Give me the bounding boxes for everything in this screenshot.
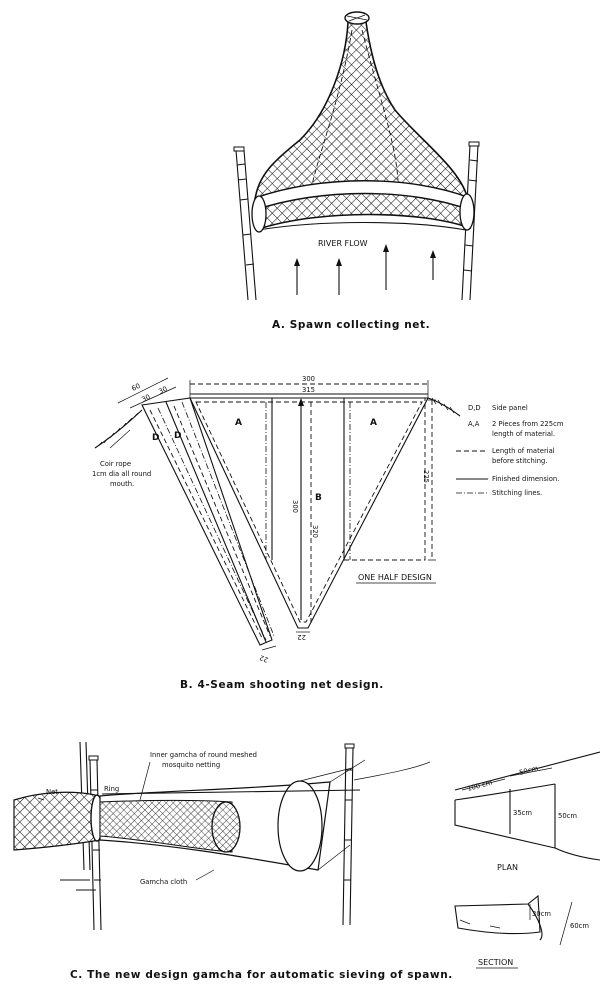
side-loop-left xyxy=(251,195,267,233)
dim-30-b: 30 xyxy=(157,385,168,396)
side-loop-right xyxy=(459,193,475,231)
net-body xyxy=(254,21,471,230)
plan-view: 100 cm 50cm 35cm 50cm PLAN xyxy=(454,751,600,872)
figure-b-4-seam-design: 300 315 D D 60 30 30 xyxy=(92,375,564,691)
net-label: Net xyxy=(46,788,58,796)
flow-arrows xyxy=(294,244,436,295)
panel-a-right: A xyxy=(370,418,377,428)
inner-gamcha xyxy=(99,800,233,853)
river-flow-label: RIVER FLOW xyxy=(318,239,368,248)
plan-dim-35: 35cm xyxy=(513,809,532,817)
figure-c-caption: C. The new design gamcha for automatic s… xyxy=(70,969,453,981)
panel-b: B xyxy=(315,493,322,503)
plan-label: PLAN xyxy=(497,863,518,872)
inner-gamcha-label-1: Inner gamcha of round meshed xyxy=(150,751,257,759)
dim-22-a: 22 xyxy=(258,653,269,663)
section-dim-30: 30cm xyxy=(532,910,551,918)
dim-320: 320 xyxy=(311,525,319,538)
legend-text-length-2: before stitching. xyxy=(492,457,548,465)
main-panels: A A B 300 320 225 22 22 xyxy=(189,397,436,664)
figure-a-caption: A. Spawn collecting net. xyxy=(272,319,430,331)
gamcha-cloth-label: Gamcha cloth xyxy=(140,878,187,886)
outer-net xyxy=(13,791,101,851)
coir-rope-line-3: mouth. xyxy=(110,480,134,488)
dim-30-a: 30 xyxy=(140,393,151,404)
coir-rope-line-2: 1cm dia all round xyxy=(92,470,151,478)
legend: D,D Side panel A,A 2 Pieces from 225cm l… xyxy=(456,404,564,497)
coir-rope-line-1: Coir rope xyxy=(100,460,131,468)
section-view: 30cm 60cm SECTION xyxy=(454,894,589,969)
figure-a-spawn-collecting-net: RIVER FLOW A. Spawn collecting net. xyxy=(233,11,480,331)
panel-a-left: A xyxy=(235,418,242,428)
legend-text-stitching: Stitching lines. xyxy=(492,489,542,497)
side-panels-dd: D D 60 30 30 xyxy=(117,377,275,646)
figure-b-caption: B. 4-Seam shooting net design. xyxy=(180,679,384,691)
legend-text-pieces-2: length of material. xyxy=(492,430,555,438)
dim-315-top: 315 xyxy=(302,386,315,394)
legend-text-finished: Finished dimension. xyxy=(492,475,559,483)
plan-dim-50-vert: 50cm xyxy=(558,812,577,820)
dim-225: 225 xyxy=(422,470,430,483)
plan-dim-50: 50cm xyxy=(518,764,539,777)
bamboo-pole-left xyxy=(233,146,257,301)
section-dim-60: 60cm xyxy=(570,922,589,930)
inner-gamcha-label-2: mosquito netting xyxy=(162,761,220,769)
legend-text-length-1: Length of material xyxy=(492,447,555,455)
figure-c-gamcha: Net Ring Inner gamcha of round meshed mo… xyxy=(13,741,600,981)
dim-300-vertical: 300 xyxy=(291,500,299,513)
panel-d-2: D xyxy=(174,431,181,441)
legend-text-pieces-1: 2 Pieces from 225cm xyxy=(492,420,564,428)
one-half-design-label: ONE HALF DESIGN xyxy=(358,573,432,582)
section-label: SECTION xyxy=(478,958,513,967)
panel-d-1: D xyxy=(152,433,159,443)
legend-key-aa: A,A xyxy=(468,420,480,428)
pole-right-c xyxy=(342,743,355,926)
legend-key-dd: D,D xyxy=(468,404,481,412)
ring-label: Ring xyxy=(104,785,119,793)
dim-60: 60 xyxy=(130,382,141,393)
dim-22-b: 22 xyxy=(297,633,306,641)
legend-text-side-panel: Side panel xyxy=(492,404,528,412)
coir-rope: Coir rope 1cm dia all round mouth. xyxy=(92,397,461,488)
plan-dim-100: 100 cm xyxy=(466,779,493,793)
dim-300-top: 300 xyxy=(302,375,315,383)
pole-left-c xyxy=(79,741,102,931)
